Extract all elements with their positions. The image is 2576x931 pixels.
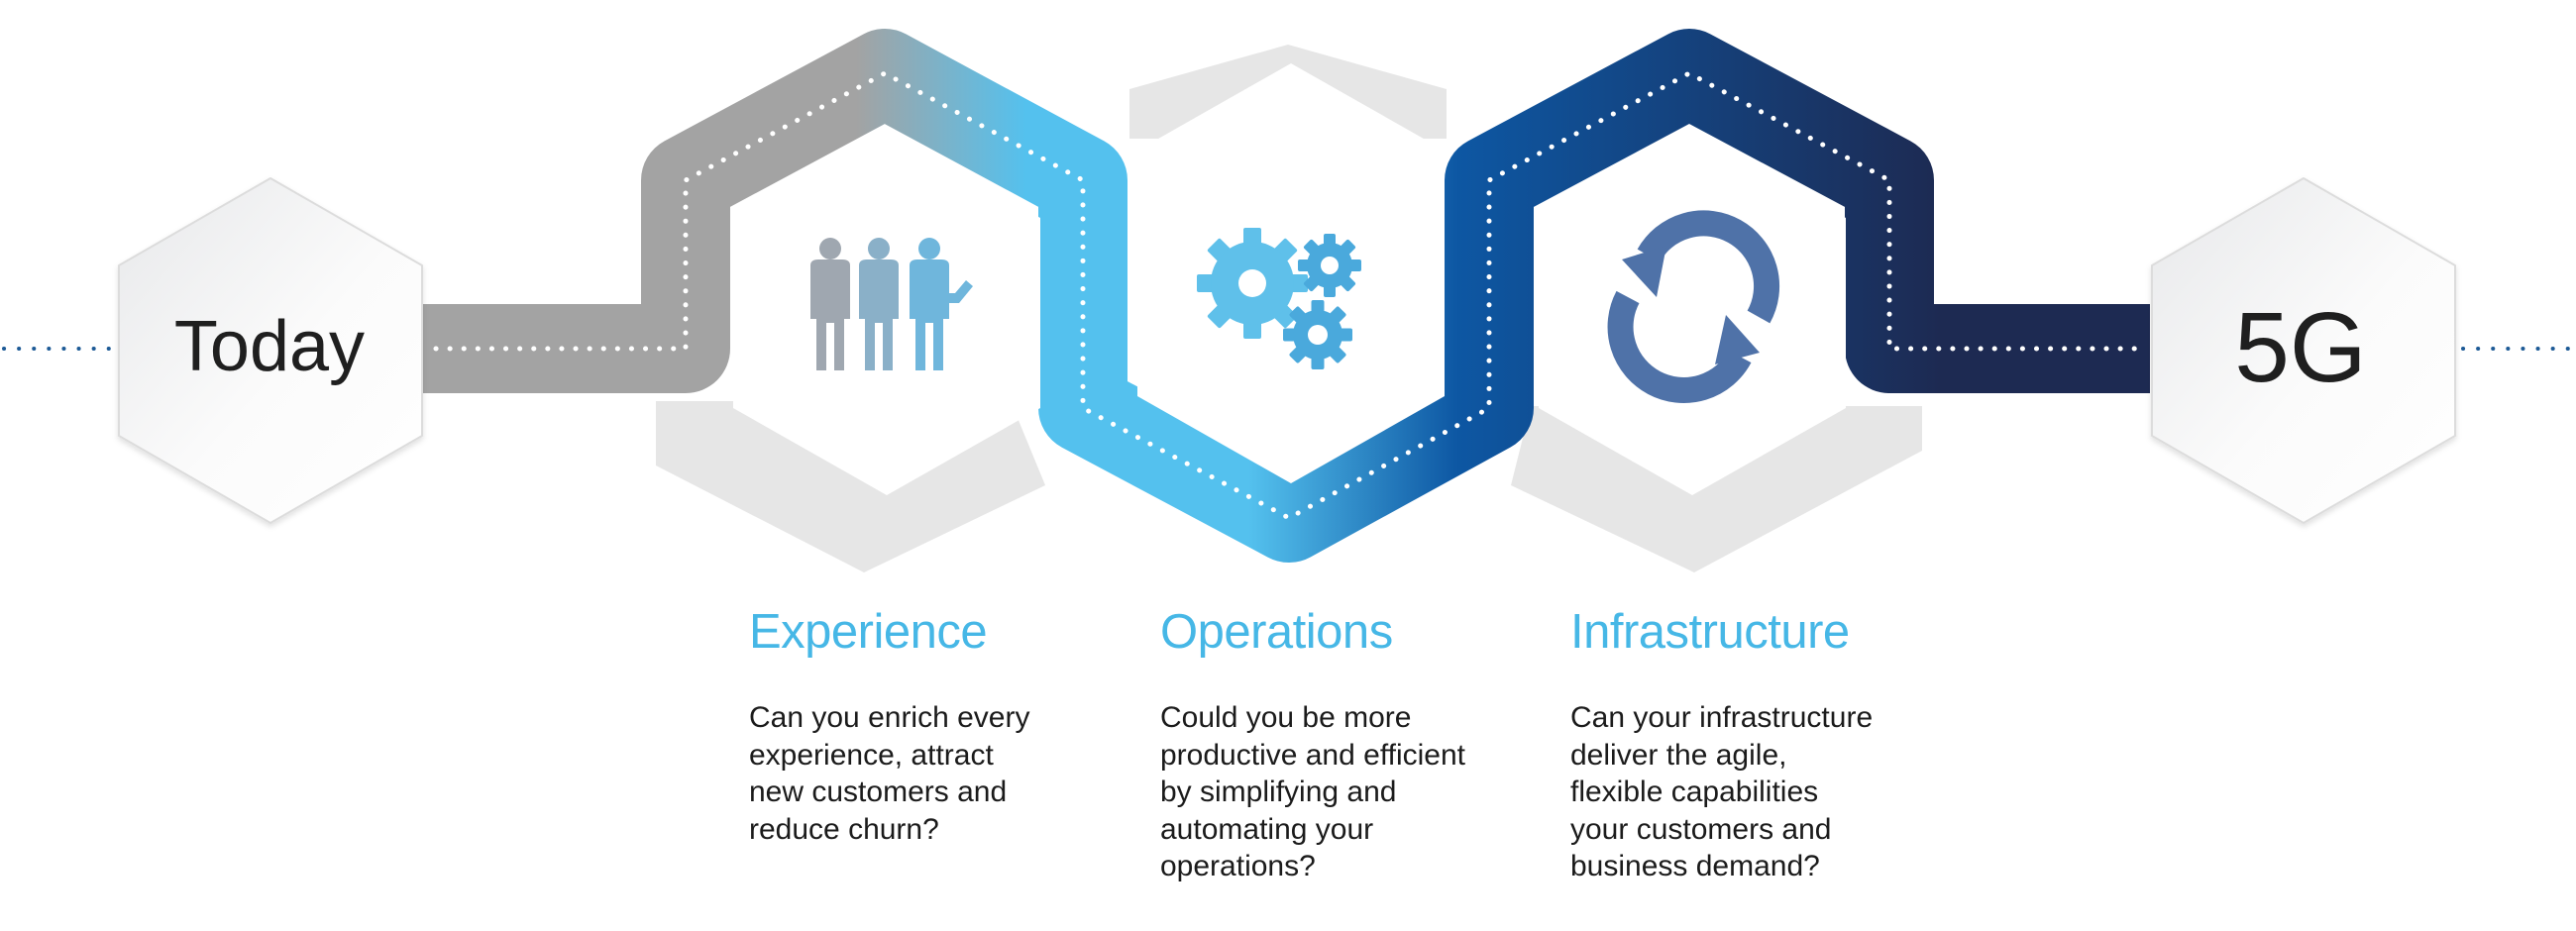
stage-text-line: Could you be more	[1160, 701, 1412, 734]
gears-icon	[1197, 228, 1361, 369]
stage-card-infrastructure: Infrastructure Can your infrastructure d…	[1570, 604, 1927, 885]
stage-text-line: deliver the agile,	[1570, 738, 1787, 772]
stage-text-line: your customers and	[1570, 812, 1832, 846]
stage-text-line: productive and efficient	[1160, 738, 1465, 772]
stage-text-line: experience, attract	[749, 738, 994, 772]
start-hexagon	[118, 177, 423, 524]
team-icon	[810, 238, 973, 370]
stage-text-line: business demand?	[1570, 850, 1820, 882]
stage-text-line: automating your	[1160, 812, 1374, 846]
ribbon-dotted-line	[433, 70, 2143, 521]
stage-text-line: flexible capabilities	[1570, 776, 1819, 808]
end-label: 5G	[2234, 292, 2366, 403]
end-hexagon	[2151, 177, 2456, 524]
stage-text-line: Can your infrastructure	[1570, 701, 1874, 734]
stage-text-line: by simplifying and	[1160, 776, 1397, 808]
stage-text-line: operations?	[1160, 850, 1316, 882]
stage-card-operations: Operations Could you be more productive …	[1160, 604, 1517, 885]
stage-title: Infrastructure	[1570, 605, 1850, 659]
stage-card-experience: Experience Can you enrich every experien…	[749, 604, 1106, 848]
stage-text-line: reduce churn?	[749, 812, 939, 846]
stage-title: Experience	[749, 605, 988, 659]
start-label: Today	[174, 307, 365, 386]
refresh-cycle-icon	[1607, 210, 1780, 403]
stage-text-line: new customers and	[749, 776, 1008, 808]
stage-title: Operations	[1160, 605, 1393, 659]
stage-text-line: Can you enrich every	[749, 701, 1030, 734]
